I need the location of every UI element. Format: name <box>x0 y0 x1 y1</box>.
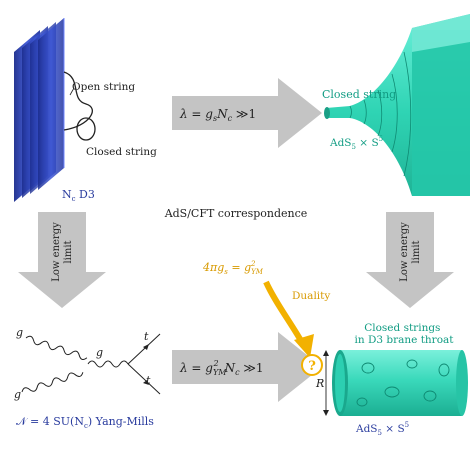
ads-throat <box>324 14 470 196</box>
duality-label: Duality <box>292 290 330 302</box>
open-string-pointer <box>69 87 75 96</box>
gluon-g-mid: g <box>96 346 103 359</box>
right-down-arrow <box>366 212 454 308</box>
open-string-label: Open string <box>72 81 135 93</box>
d3-brane-stack <box>14 18 65 202</box>
question-mark: ? <box>308 359 316 374</box>
top-lambda-formula: λ = gsNc ≫1 <box>179 107 256 123</box>
closed-string-loop <box>76 117 96 141</box>
duality-arrowhead <box>294 334 314 358</box>
top-arrowhead <box>143 344 149 350</box>
d3-brane-throat-cylinder <box>332 350 468 416</box>
top-right-arrow <box>172 78 322 148</box>
gluon-g-bottom: g <box>14 388 21 401</box>
top-right-closed-string-label: Closed string <box>322 88 396 101</box>
closed-strings-throat-title: Closed strings in D3 brane throat <box>354 322 454 346</box>
yang-mills-label: 𝒩 = 4 SU(Nc) Yang-Mills <box>16 415 154 430</box>
open-string-curve <box>63 71 93 131</box>
radius-arrowhead-top <box>323 350 329 356</box>
bottom-right-ads-label: AdS5 × S5 <box>355 421 409 437</box>
gluon-top-line <box>25 335 88 361</box>
radius-arrowhead-bottom <box>323 410 329 416</box>
antitop-arrowhead <box>143 380 149 385</box>
gluon-bottom-line <box>21 372 84 393</box>
radius-label: R <box>315 377 324 390</box>
antitop-quark-t: t <box>146 374 151 387</box>
antitop-quark-line <box>127 363 161 395</box>
right-low-energy-label: Low energylimit <box>399 222 422 282</box>
left-down-arrow <box>18 212 106 308</box>
top-quark-line <box>127 333 161 365</box>
top-quark-t: t <box>144 330 149 343</box>
closed-string-label: Closed string <box>86 146 157 158</box>
coupling-relation: 4πgs = gYM2 <box>202 260 264 276</box>
nc-d3-label: Nc D3 <box>62 188 95 203</box>
top-right-ads-label: AdS5 × S5 <box>329 135 383 151</box>
gluon-g-top: g <box>16 326 23 339</box>
gluon-propagator-line <box>87 360 129 368</box>
left-low-energy-label: Low energylimit <box>51 222 74 282</box>
bottom-right-arrow <box>172 332 322 402</box>
question-circle <box>301 354 323 376</box>
ads-cft-correspondence-label: AdS/CFT correspondence <box>164 207 308 220</box>
